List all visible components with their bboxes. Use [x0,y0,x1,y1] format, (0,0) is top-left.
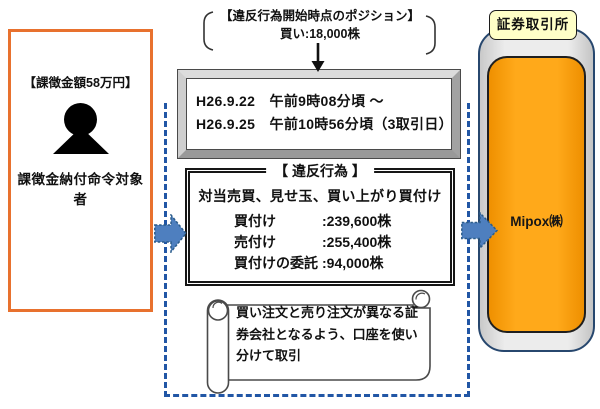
violation-row-entrust-value: :94,000株 [322,255,384,271]
penalty-amount-label: 【課徴金額58万円】 [23,76,138,90]
violation-title: 【 違反行為 】 [266,161,374,181]
violation-row-buy-value: :239,600株 [322,213,392,229]
subject-name: 課徴金納付命令対象者 [17,172,144,207]
period-box: H26.9.22 午前9時08分頃 ～ H26.9.25 午前10時56分頃（3… [177,69,461,159]
flow-arrow-left-icon [154,214,187,253]
right-bracket-icon [425,15,436,55]
scroll-shape [206,289,431,394]
scroll-note-text: 買い注文と売り注文が異なる証券会社となるよう、口座を使い分けて取引 [236,305,419,363]
period-line-2: H26.9.25 午前10時56分頃（3取引日） [196,116,453,132]
down-arrow-icon [311,43,325,72]
exchange-stock-name: Mipox㈱ [510,214,563,229]
flow-arrow-right-icon [461,212,498,249]
violation-row-sell-label: 売付け [234,234,276,250]
exchange-stock-shape [487,56,586,333]
violation-rows: 買付け :239,600株 売付け :255,400株 買付けの委託:94,000株 [234,211,450,274]
exchange-label: 証券取引所 [489,10,577,40]
person-icon-body [52,127,109,154]
violation-summary: 対当売買、見せ玉、買い上がり買付け [198,188,442,204]
violation-row-entrust: 買付けの委託:94,000株 [234,253,450,274]
violation-row-entrust-label: 買付けの委託 [234,255,318,271]
person-icon [11,103,150,154]
violation-row-sell-value: :255,400株 [322,234,392,250]
position-note-value: 買い:18,000株 [280,27,360,41]
violation-dashed-region [164,103,470,397]
violation-row-buy: 買付け :239,600株 [234,211,450,232]
violation-box: 【 違反行為 】 対当売買、見せ玉、買い上がり買付け 買付け :239,600株 … [185,161,455,286]
violation-row-buy-label: 買付け [234,213,276,229]
left-bracket-icon [203,11,214,51]
position-note-title: 【違反行為開始時点のポジション】 [219,9,420,23]
subject-box: 【課徴金額58万円】 課徴金納付命令対象者 [8,29,153,312]
violation-row-sell: 売付け :255,400株 [234,232,450,253]
period-line-1: H26.9.22 午前9時08分頃 ～ [196,93,384,109]
